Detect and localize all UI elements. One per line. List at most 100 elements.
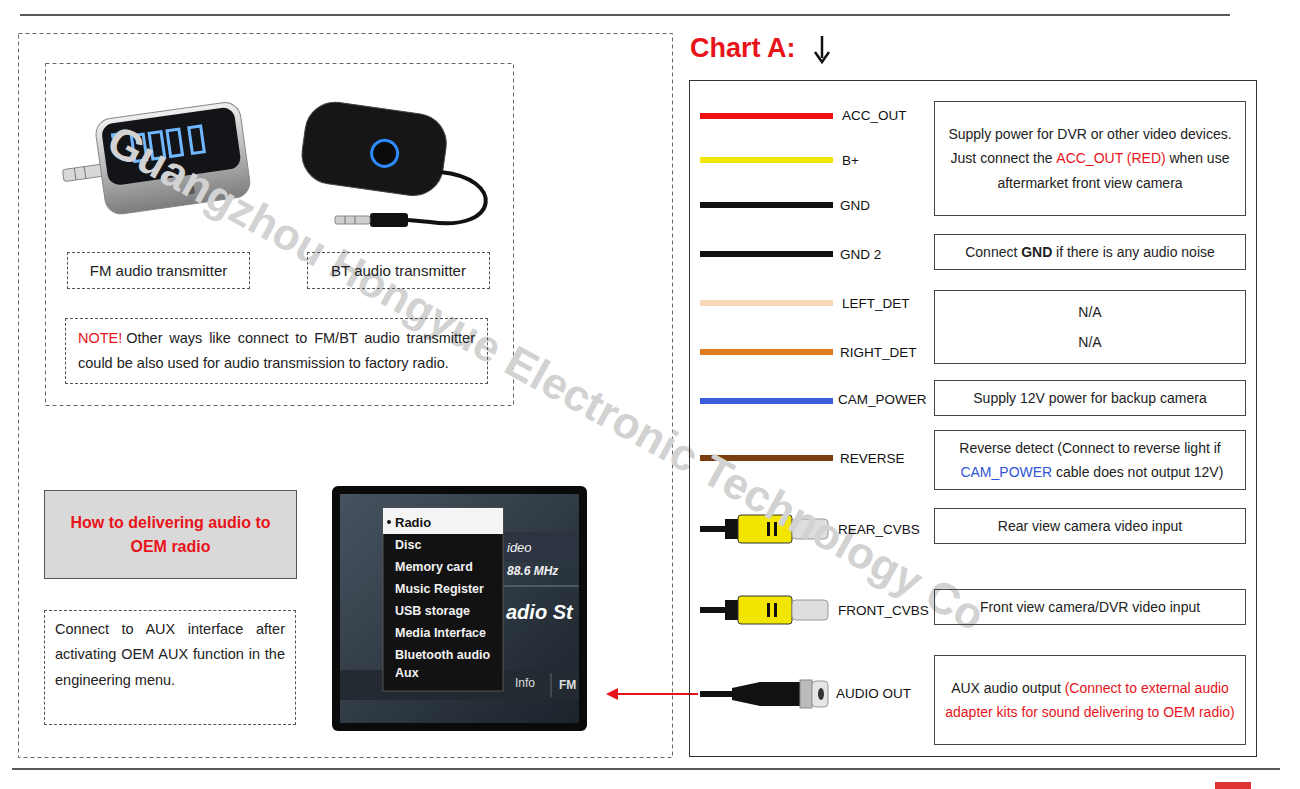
jack-hole (818, 688, 824, 700)
plug-ring (74, 168, 76, 180)
node-text: Reverse detect (Connect to reverse light… (959, 440, 1220, 456)
node-text: Connect (965, 244, 1017, 260)
screen-image (332, 486, 587, 731)
screen-text: Bluetooth audio (395, 648, 490, 663)
cable (408, 172, 486, 223)
text-block: Supply power for DVR or other video devi… (945, 122, 1235, 196)
cable (700, 691, 736, 697)
heading-box: How to delivering audio to OEM radio (44, 490, 297, 579)
screen-panel: RadioDiscMemory cardMusic RegisterUSB st… (332, 486, 587, 731)
wire-label: CAM_POWER (838, 391, 927, 409)
screen (340, 494, 579, 723)
plug (62, 164, 103, 181)
pointer-arrow-head (606, 688, 618, 700)
description-box: Rear view camera video input (934, 508, 1246, 544)
page-rule (12, 768, 1280, 770)
screen-text: Disc (395, 538, 421, 553)
text-block: ConnectGNDif there is any audio noise (945, 240, 1235, 265)
menu-highlight (383, 508, 503, 534)
plug-tip (792, 600, 828, 620)
device-body (298, 98, 450, 199)
node-text: cable does not output 12V) (1056, 464, 1223, 480)
text-block: FM audio transmitter (74, 261, 243, 281)
button-ring (370, 139, 399, 168)
screen-text: Info (515, 676, 535, 690)
screen-text: Media Interface (395, 626, 486, 641)
wire-label: GND 2 (840, 246, 881, 264)
node-text: ACC_OUT (RED) (1056, 150, 1165, 166)
wire-label: REAR_CVBS (838, 521, 920, 539)
node-text: Rear view camera video input (998, 518, 1182, 534)
down-arrow (821, 36, 824, 58)
description-box: Reverse detect (Connect to reverse light… (934, 430, 1246, 490)
screen-rule (503, 586, 579, 587)
wire (700, 157, 833, 163)
text-block: NOTE!Other ways like connect to FM/BT au… (78, 326, 475, 375)
text-block: Reverse detect (Connect to reverse light… (945, 436, 1235, 485)
description-box: Supply power for DVR or other video devi… (934, 101, 1246, 216)
plug-ring (84, 167, 86, 179)
text-block: How to delivering audio to OEM radio (53, 511, 288, 559)
text-block: BT audio transmitter (314, 261, 483, 281)
screen-bezel (332, 486, 587, 731)
node-text: if there is any audio noise (1056, 244, 1215, 260)
wire-label: LEFT_DET (842, 295, 910, 313)
node-text: N/A (1078, 303, 1101, 321)
screen-tab (503, 532, 579, 562)
text-block: Front view camera/DVR video input (945, 595, 1235, 620)
description-box: N/AN/A (934, 290, 1246, 364)
description-box: Supply 12V power for backup camera (934, 380, 1246, 416)
description-box: ConnectGNDif there is any audio noise (934, 234, 1246, 270)
display-digit (189, 126, 205, 153)
footer-mark (1215, 782, 1251, 789)
caption-box: BT audio transmitter (307, 252, 490, 289)
screen-text: adio St (506, 600, 573, 624)
chart-heading: Chart A: (690, 32, 796, 64)
caption-box: FM audio transmitter (67, 252, 250, 289)
node-text: Supply 12V power for backup camera (973, 390, 1206, 406)
screen-rule (551, 673, 552, 697)
wire (700, 113, 833, 119)
node-text: Front view camera/DVR video input (980, 599, 1200, 615)
plug (370, 213, 408, 227)
description-box: Front view camera/DVR video input (934, 589, 1246, 625)
screen-text: Memory card (395, 560, 473, 575)
node-text: GND (1021, 244, 1052, 260)
node-text: AUX audio output (951, 680, 1061, 696)
description-box: AUX audio output(Connect to external aud… (934, 655, 1246, 745)
menu-panel (383, 508, 503, 691)
plug-tip (335, 216, 370, 224)
jack-body (732, 682, 800, 706)
plug-mark (767, 603, 770, 617)
screen-text: Music Register (395, 582, 484, 597)
text-block: Supply 12V power for backup camera (945, 386, 1235, 411)
wire-label: ACC_OUT (842, 107, 907, 125)
plug-mark (774, 603, 777, 617)
wire-label: B+ (842, 152, 859, 170)
node-text: How to delivering audio to OEM radio (71, 514, 271, 555)
wire-label: AUDIO OUT (836, 685, 911, 703)
rca-plug (700, 596, 828, 624)
menu-bullet (387, 520, 391, 524)
wire-label: REVERSE (840, 450, 905, 468)
node-text: CAM_POWER (960, 464, 1052, 480)
jack-face (812, 681, 828, 707)
wire (700, 398, 833, 404)
screen-text: ideo (507, 540, 532, 556)
screen-text: FM (559, 678, 576, 692)
chart-panel: Chart A:Supply power for DVR or other vi… (689, 80, 1257, 757)
audio-jack (700, 680, 828, 708)
plug-ring (355, 216, 356, 224)
wire (700, 349, 833, 355)
pointer-arrow (616, 693, 698, 695)
wire-label: RIGHT_DET (840, 344, 917, 362)
node-text: NOTE! (78, 330, 122, 346)
node-text: FM audio transmitter (90, 262, 228, 279)
screen-text: Radio (395, 515, 431, 531)
chart-area (690, 81, 1258, 758)
down-arrow-head (815, 52, 829, 62)
screen-text: 88.6 MHz (507, 564, 558, 578)
wire (700, 251, 833, 257)
node-text: Other ways like connect to FM/BT audio t… (78, 330, 475, 371)
text-block: AUX audio output(Connect to external aud… (945, 676, 1235, 725)
